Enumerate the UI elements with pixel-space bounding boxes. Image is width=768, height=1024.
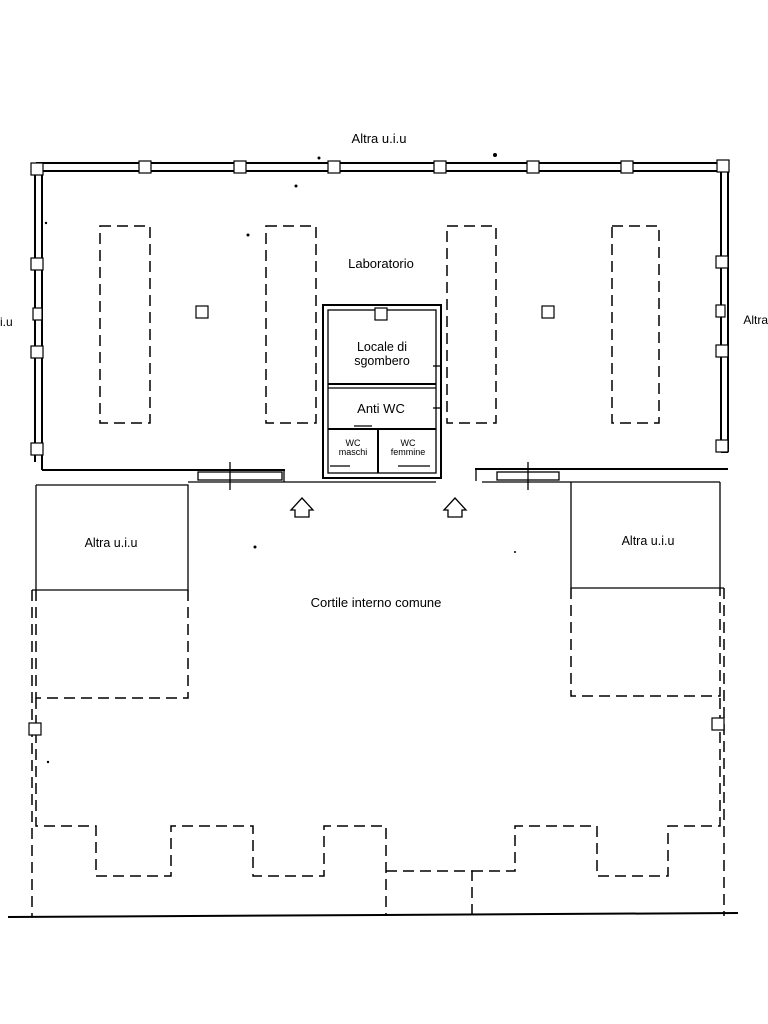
- label-laboratorio: Laboratorio: [348, 256, 414, 271]
- label-altra-right-edge: Altra: [743, 313, 768, 327]
- label-anti-wc: Anti WC: [357, 401, 405, 416]
- service-block: [322, 304, 442, 479]
- label-altra-bottom-right: Altra u.i.u: [622, 534, 675, 548]
- label-wc-femmine-line1: WC: [401, 438, 416, 448]
- dashed-benches: [99, 225, 660, 424]
- entrance-arrow-left-icon: [289, 497, 315, 518]
- label-wc-maschi-line1: WC: [346, 438, 361, 448]
- courtyard-boundaries: [7, 481, 739, 918]
- label-wc-femmine-line2: femmine: [391, 447, 426, 457]
- label-altra-top: Altra u.i.u: [352, 131, 407, 146]
- entrances: [197, 462, 560, 490]
- label-altra-left-edge: i.u: [0, 315, 13, 329]
- scan-specks: [44, 153, 516, 764]
- label-altra-bottom-left: Altra u.i.u: [85, 536, 138, 550]
- label-locale-line1: Locale di: [357, 340, 407, 354]
- label-wc-maschi-line2: maschi: [339, 447, 368, 457]
- entrance-arrow-right-icon: [442, 497, 468, 518]
- wall-pillars: [30, 159, 730, 456]
- label-cortile: Cortile interno comune: [311, 595, 442, 610]
- label-locale-line2: sgombero: [354, 354, 410, 368]
